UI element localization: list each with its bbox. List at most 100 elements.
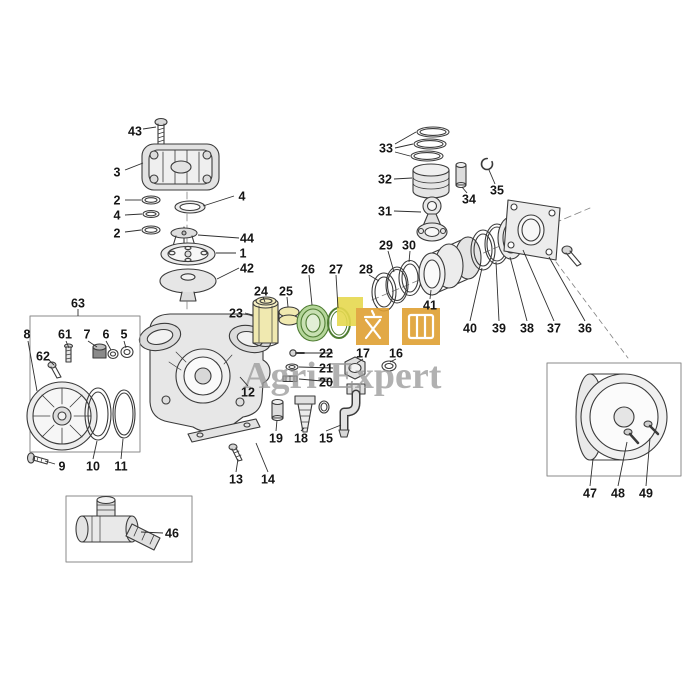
part-label-19: 19	[269, 432, 283, 446]
leader-line	[87, 340, 98, 348]
part-bolt-43	[154, 117, 168, 147]
part-circlip-35	[480, 157, 494, 171]
leader-line	[275, 419, 278, 432]
part-fan-cover-8	[26, 381, 98, 451]
leader-line	[202, 195, 235, 207]
leader-line	[589, 458, 594, 487]
inset-box-46	[65, 495, 193, 563]
leader-line	[140, 531, 164, 534]
leader-line	[142, 126, 157, 130]
part-mounting-plate-14	[187, 418, 261, 443]
part-bushing-7	[92, 343, 107, 359]
part-label-31: 31	[378, 205, 392, 219]
part-wrist-pin-34	[455, 161, 467, 189]
leader-line	[548, 256, 586, 322]
part-label-44: 44	[240, 232, 254, 246]
part-hex-nut-17	[344, 356, 366, 380]
part-bolt-49	[643, 420, 660, 436]
leader-line	[469, 267, 483, 322]
part-ring-30	[398, 259, 422, 297]
assembly-dash-to-housing	[555, 261, 629, 359]
wen-character-icon	[363, 309, 383, 340]
leader-line	[298, 366, 334, 369]
leader-line	[522, 249, 555, 322]
part-elbow-15	[338, 383, 366, 438]
part-oring-elbow	[318, 400, 330, 414]
part-label-29: 29	[379, 239, 393, 253]
part-label-39: 39	[492, 322, 506, 336]
leader-line	[387, 250, 395, 273]
leader-line	[325, 424, 342, 432]
leader-line	[124, 162, 144, 171]
leader-line	[124, 229, 142, 233]
leader-line	[389, 358, 397, 363]
part-label-21: 21	[319, 362, 333, 376]
watermark-text: Agri-Expert	[243, 355, 442, 397]
inset-box-47	[546, 362, 682, 477]
part-bolt-48	[623, 428, 640, 445]
part-label-3: 3	[114, 166, 121, 180]
part-label-42: 42	[240, 262, 254, 276]
part-ring-40	[470, 229, 496, 271]
part-ring-24	[255, 296, 277, 306]
part-ring-4-left	[142, 209, 160, 219]
part-label-18: 18	[294, 432, 308, 446]
part-stud-20	[282, 375, 298, 383]
part-hose-barb-18	[294, 395, 316, 433]
leader-line	[394, 151, 411, 157]
part-label-20: 20	[319, 376, 333, 390]
leader-line	[368, 274, 380, 282]
part-label-62: 62	[36, 350, 50, 364]
leader-line	[300, 427, 305, 432]
part-label-16: 16	[389, 347, 403, 361]
leader-line	[393, 210, 422, 213]
part-bolt-62	[47, 361, 62, 379]
leader-line	[244, 312, 254, 316]
part-oring-6	[107, 348, 119, 360]
part-ring-16	[381, 360, 397, 372]
part-label-43: 43	[128, 125, 142, 139]
leader-line	[488, 169, 496, 185]
part-label-48: 48	[611, 487, 625, 501]
part-label-41: 41	[423, 299, 437, 313]
part-label-2a: 2	[114, 194, 121, 208]
part-label-17: 17	[356, 347, 370, 361]
leader-line	[123, 340, 127, 349]
part-flange-bolt	[561, 245, 582, 267]
part-washer-21	[285, 363, 299, 371]
leader-line	[356, 358, 364, 364]
part-label-27: 27	[329, 263, 343, 277]
leader-line	[393, 177, 413, 180]
part-label-11: 11	[114, 460, 127, 474]
part-piston-rings-33	[410, 126, 450, 162]
part-spacer-19	[271, 398, 284, 422]
watermark-block-orange-2	[402, 308, 440, 345]
part-label-40: 40	[463, 322, 477, 336]
part-label-49: 49	[639, 487, 653, 501]
leader-line	[308, 274, 313, 306]
part-head-cover-3	[141, 143, 220, 191]
part-label-36: 36	[578, 322, 592, 336]
part-seal-26	[296, 304, 330, 342]
part-bell-housing-47	[575, 373, 668, 461]
part-oring-2-lower	[141, 225, 161, 235]
part-label-6: 6	[103, 328, 110, 342]
part-label-13: 13	[229, 473, 243, 487]
leader-line	[255, 442, 269, 473]
part-cup-seal-25	[278, 306, 300, 326]
part-stud-61	[63, 343, 74, 363]
inset-box-63	[29, 315, 141, 453]
leader-line	[509, 256, 528, 322]
part-label-4b: 4	[239, 190, 246, 204]
part-label-37: 37	[547, 322, 561, 336]
part-label-61: 61	[58, 328, 72, 342]
leader-line	[120, 438, 124, 460]
part-label-35: 35	[490, 184, 504, 198]
part-label-34: 34	[462, 193, 476, 207]
leader-line	[429, 289, 432, 300]
part-label-1: 1	[240, 247, 247, 261]
part-label-8: 8	[24, 328, 31, 342]
part-valve-plate-1	[160, 242, 216, 266]
